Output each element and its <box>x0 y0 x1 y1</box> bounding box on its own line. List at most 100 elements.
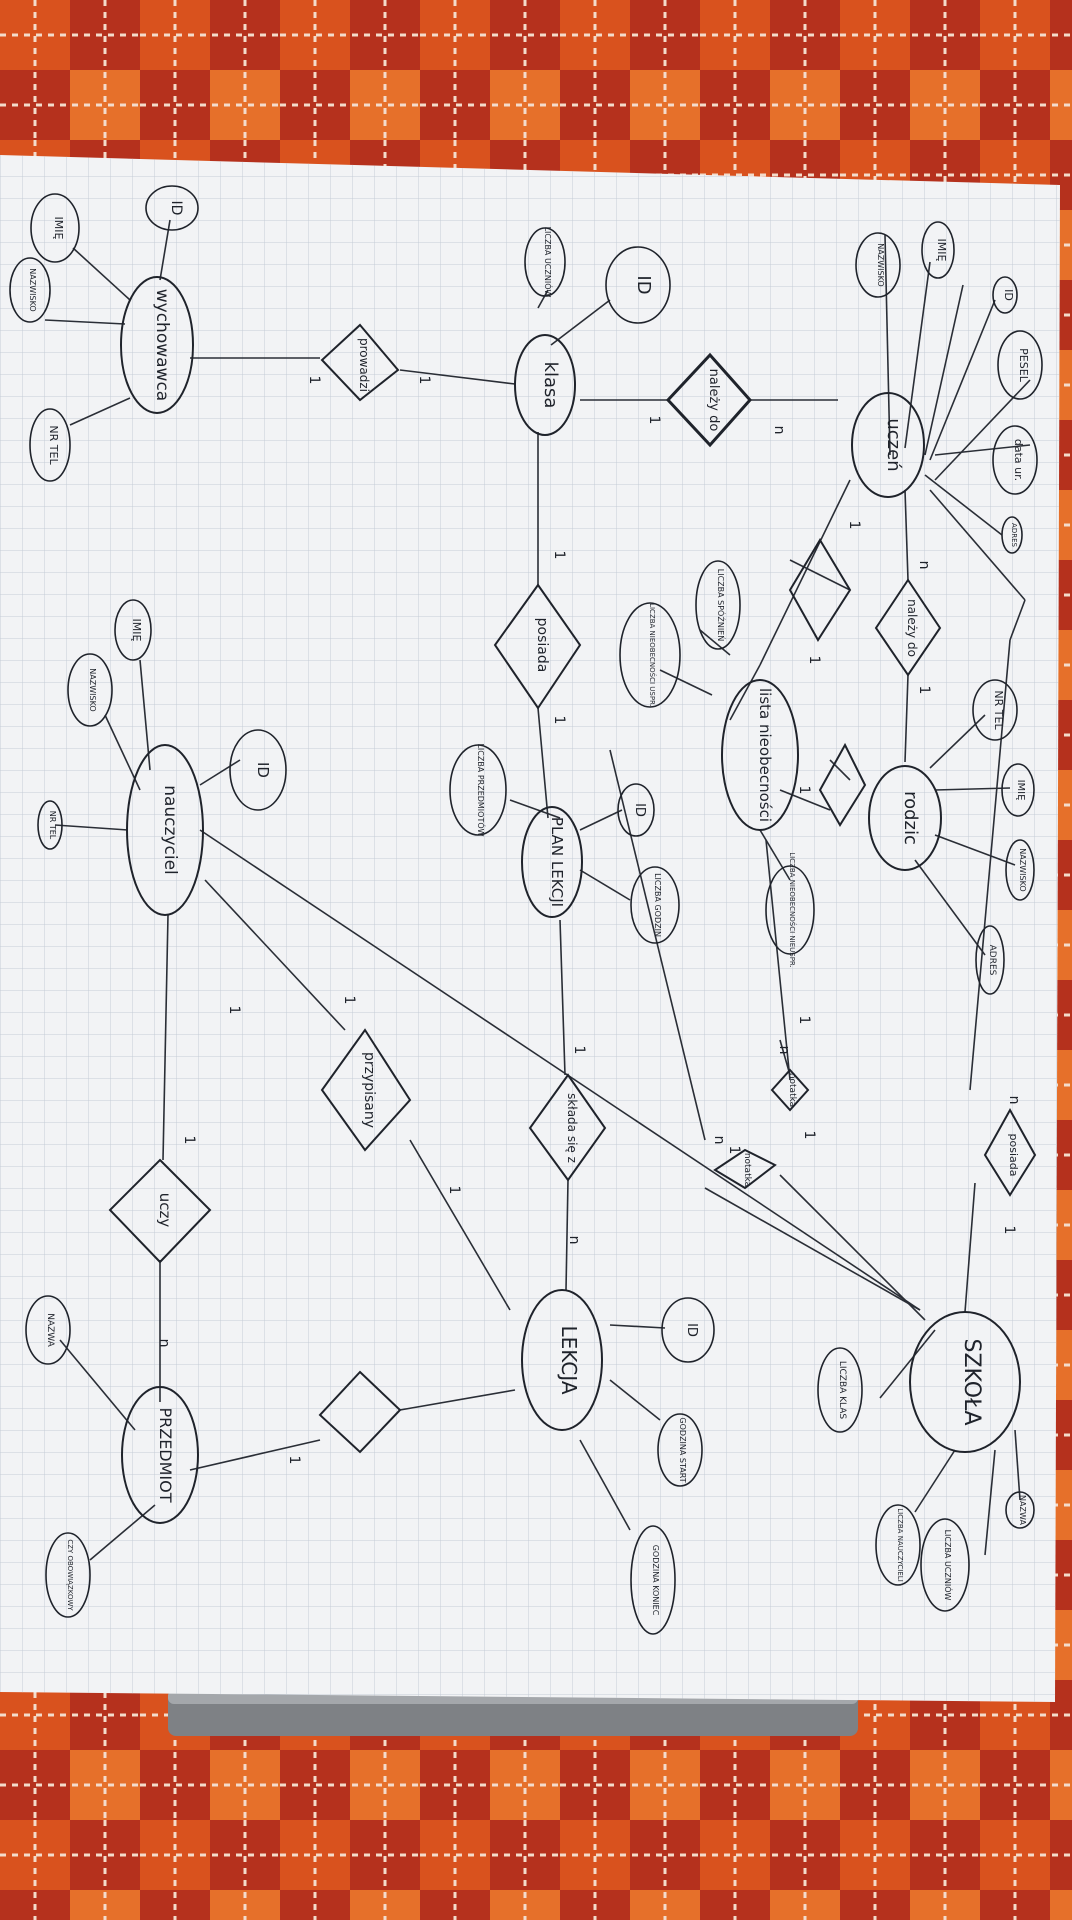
card-label: n <box>771 426 787 435</box>
attr-szkola-uczniow: LICZBA UCZNIÓW <box>943 1530 954 1601</box>
attr-naucz-id: ID <box>254 762 272 778</box>
relation-nalezy-do-rodzic-label: należy do <box>905 599 919 657</box>
attr-naucz-tel: NR TEL <box>48 811 57 840</box>
relation-uczy-label: uczy <box>156 1193 174 1228</box>
attr-wych-nazwisko: NAZWISKO <box>28 268 37 311</box>
entity-klasa: klasa <box>514 334 576 436</box>
card-label: 1 <box>306 376 322 385</box>
attr-szkola-nazwa: NAZWA <box>1018 1495 1027 1525</box>
relation-sklada-label: składa się z <box>565 1093 579 1163</box>
entity-lekcja-label: LEKCJA <box>557 1326 581 1395</box>
card-label: 1 <box>916 686 932 695</box>
attr-lista-spoznien: LICZBA SPÓŹNIEŃ <box>716 569 727 641</box>
attr-rodzic-adres: ADRES <box>987 945 997 976</box>
entity-plan: PLAN LEKCJI <box>521 806 583 918</box>
card-label: n <box>711 1136 727 1145</box>
relation-notatka-lista: notatka <box>770 1068 810 1112</box>
attr-lekcja-koniec: GODZINA KONIEC <box>651 1545 660 1616</box>
er-diagram: uczeń klasa wychowawca rodzic lista nieo… <box>9 185 1043 1635</box>
entity-lekcja: LEKCJA <box>521 1289 603 1431</box>
card-label: 1 <box>846 521 862 530</box>
attr-rodzic-tel: NR TEL <box>992 690 1005 730</box>
attr-wych-tel: NR TEL <box>47 425 60 465</box>
card-label: n <box>566 1236 582 1245</box>
relation-przypisany: przypisany <box>320 1028 412 1152</box>
relation-posiada-szkola: posiada <box>983 1107 1037 1197</box>
relation-posiada-szkola-label: posiada <box>1007 1134 1020 1177</box>
attr-lekcja-start: GODZINA START <box>678 1417 687 1482</box>
relation-uczy: uczy <box>108 1158 212 1264</box>
card-label: 1 <box>286 1456 302 1465</box>
attr-wych-imie: IMIĘ <box>52 217 65 240</box>
card-label: n <box>916 561 932 570</box>
relation-nalezy-do-rodzic: należy do <box>874 578 942 677</box>
card-label: 1 <box>181 1136 197 1145</box>
entity-rodzic: rodzic <box>868 765 942 871</box>
card-label: 1 <box>551 716 567 725</box>
card-label: n <box>776 1046 792 1055</box>
attr-plan-godzin: LICZBA GODZIN <box>653 873 662 937</box>
relation-sklada-sie-z: składa się z <box>528 1073 607 1182</box>
attr-rodzic-nazwisko: NAZWISKO <box>1018 848 1027 891</box>
relation-notatka-szkola: notatka <box>713 1148 777 1190</box>
card-label: 1 <box>646 416 662 425</box>
relation-prowadzi-label: prowadzi <box>357 338 371 392</box>
attr-klasa-id: ID <box>633 275 654 294</box>
card-label: 1 <box>796 786 812 795</box>
card-label: 1 <box>806 656 822 665</box>
entity-wychowawca-label: wychowawca <box>152 289 172 401</box>
attr-szkola-klas: LICZBA KLAS <box>837 1361 847 1420</box>
card-label: 1 <box>726 1146 742 1155</box>
entity-szkola: SZKOŁA <box>909 1311 1021 1453</box>
relation-prowadzi: prowadzi <box>320 323 400 402</box>
card-label: 1 <box>801 1131 817 1140</box>
attr-lista-uspraw: LICZBA NIEOBECNOŚCI USPR. <box>648 603 657 707</box>
unlabeled-diamond-1 <box>788 538 852 642</box>
attr-uczen-imie: IMIĘ <box>935 239 948 262</box>
relation-posiada-plan-label: posiada <box>534 618 550 673</box>
entity-plan-label: PLAN LEKCJI <box>548 817 566 907</box>
relation-notatka-szkola-label: notatka <box>742 1153 752 1187</box>
card-label: 1 <box>446 1186 462 1195</box>
attr-uczen-id: ID <box>1002 289 1015 301</box>
attr-wych-id: ID <box>168 201 184 216</box>
card-label: 1 <box>416 376 432 385</box>
card-label: 1 <box>571 1046 587 1055</box>
card-label: n <box>1006 1096 1022 1105</box>
entity-lista: lista nieobecności <box>721 679 799 831</box>
attr-rodzic-imie: IMIĘ <box>1015 780 1026 801</box>
entity-uczen: uczeń <box>851 392 925 498</box>
unlabeled-diamond-3 <box>318 1370 402 1454</box>
relation-nalezy-do-klasa-label: należy do <box>706 369 721 432</box>
unlabeled-diamond-2 <box>818 742 867 827</box>
attr-naucz-nazwisko: NAZWISKO <box>88 668 97 711</box>
relation-posiada-plan: posiada <box>493 583 582 710</box>
attr-plan-przedmiotow: LICZBA PRZEDMIOTÓW <box>476 743 487 836</box>
relation-przypisany-label: przypisany <box>361 1052 377 1128</box>
attr-uczen-nazwisko: NAZWISKO <box>876 243 885 286</box>
attr-przedmiot-nazwa: NAZWA <box>45 1313 55 1347</box>
attr-naucz-imie: IMIĘ <box>130 619 143 642</box>
card-label: 1 <box>1001 1226 1017 1235</box>
entity-klasa-label: klasa <box>540 362 561 409</box>
attr-lekcja-id: ID <box>684 1323 699 1337</box>
attr-uczen-pesel: PESEL <box>1017 348 1030 383</box>
attr-szkola-nauczycieli: LICZBA NAUCZYCIELI <box>896 1508 904 1582</box>
card-label: 1 <box>796 1016 812 1025</box>
entity-rodzic-label: rodzic <box>900 791 921 845</box>
entity-uczen-label: uczeń <box>883 418 904 471</box>
attr-uczen-data: data ur. <box>1012 439 1025 481</box>
entity-szkola-label: SZKOŁA <box>959 1339 984 1426</box>
attr-przedmiot-obow: CZY OBOWIĄZKOWY <box>66 1539 74 1611</box>
entity-nauczyciel-label: nauczyciel <box>160 785 180 875</box>
entity-nauczyciel: nauczyciel <box>126 744 204 916</box>
card-label: 1 <box>226 1006 242 1015</box>
attr-klasa-liczba: LICZBA UCZNIÓW <box>543 227 554 298</box>
relation-notatka-lista-label: notatka <box>787 1073 797 1107</box>
card-label: 1 <box>551 551 567 560</box>
card-label: n <box>156 1339 172 1348</box>
entity-lista-label: lista nieobecności <box>756 688 774 822</box>
attr-plan-id: ID <box>632 803 647 817</box>
attr-uczen-adres: ADRES <box>1010 523 1018 547</box>
